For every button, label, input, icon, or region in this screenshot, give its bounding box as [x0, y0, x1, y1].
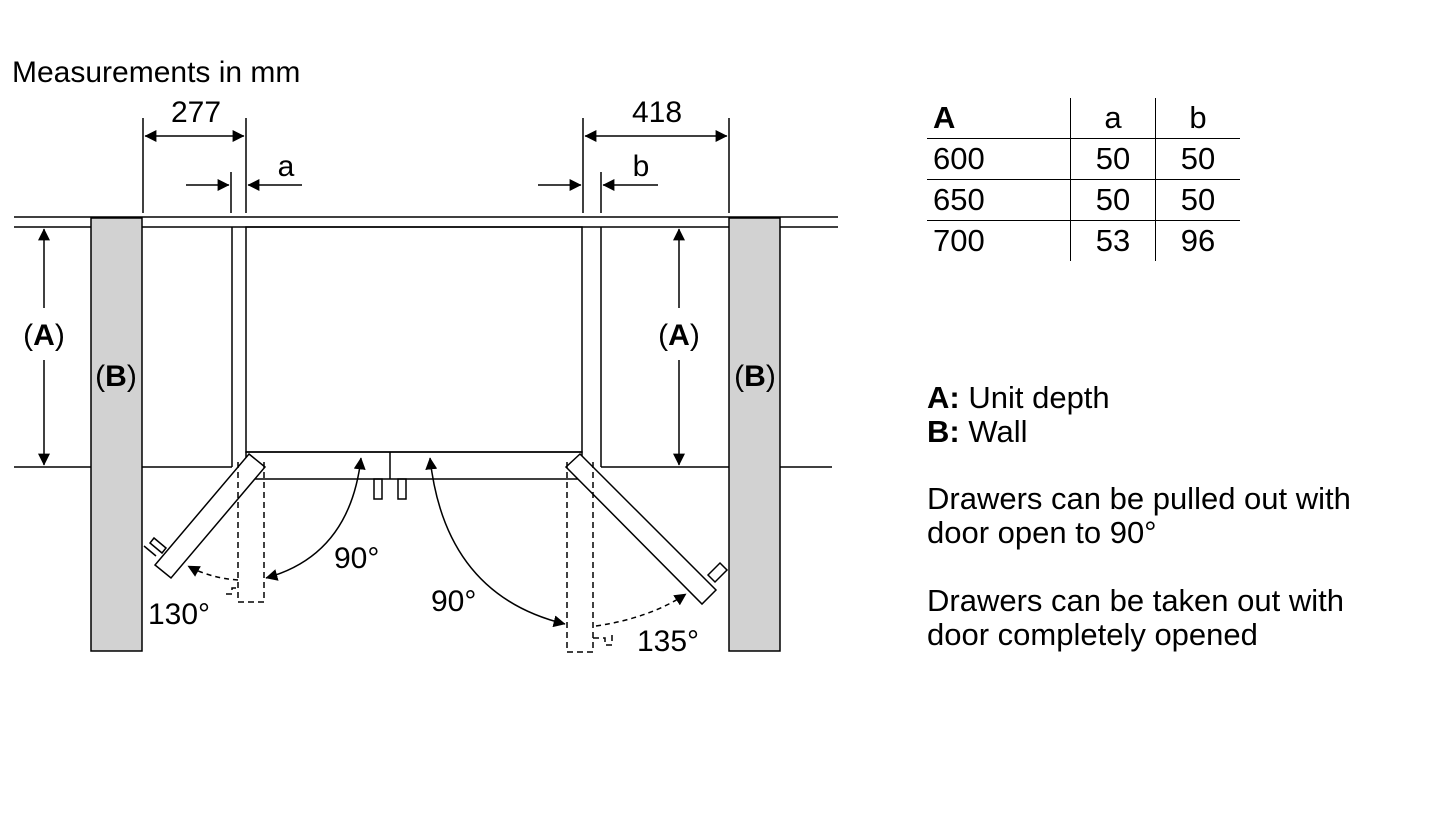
right-door-handle	[397, 478, 407, 500]
wall-left	[90, 217, 143, 652]
note-drawers-full-line1: Drawers can be taken out with	[927, 583, 1344, 618]
left-door-arc-90	[265, 457, 366, 581]
wall-letter-left: B	[105, 360, 127, 393]
wall-letter-right: B	[744, 360, 766, 393]
note-drawers-full: Drawers can be taken out with door compl…	[927, 584, 1344, 652]
right-door-90-dashed	[566, 462, 613, 653]
table-header-b: b	[1155, 98, 1240, 139]
wall-right	[728, 217, 781, 652]
left-door-arc-130	[187, 565, 239, 581]
table-cell: 650	[927, 179, 1071, 221]
note-drawers-90-line1: Drawers can be pulled out with	[927, 481, 1351, 516]
depth-gap-table: A a b 600 50 50 650 50 50 700 53 96	[927, 98, 1240, 261]
table-row: 600 50 50	[927, 138, 1240, 180]
table-cell: 53	[1070, 220, 1156, 261]
table-cell: 600	[927, 138, 1071, 180]
gap-label-b: b	[633, 150, 650, 183]
note-drawers-full-line2: door completely opened	[927, 617, 1258, 652]
table-header-row: A a b	[927, 98, 1240, 139]
depth-label-left: (A)	[23, 319, 65, 352]
table-row: 650 50 50	[927, 179, 1240, 221]
wall-label-right: (B)	[734, 360, 776, 393]
dim-label-277: 277	[171, 96, 221, 129]
depth-letter-left: A	[33, 319, 55, 352]
table-cell: 96	[1155, 220, 1240, 261]
depth-letter-right: A	[668, 319, 690, 352]
appliance-body	[245, 226, 583, 453]
wall-label-left: (B)	[95, 360, 137, 393]
right-door-arc-90	[425, 457, 566, 628]
left-door-open-handle	[148, 536, 168, 555]
table-cell: 50	[1070, 179, 1156, 221]
left-door-90-dashed	[226, 462, 265, 603]
right-door-arc-135	[595, 593, 687, 627]
legend-key-b: B:	[927, 414, 960, 449]
left-door-open	[153, 452, 267, 580]
angle-label-right-135: 135°	[637, 625, 699, 658]
angle-label-left-90: 90°	[334, 542, 379, 575]
legend-text-a: Unit depth	[968, 380, 1110, 415]
table-cell: 50	[1070, 138, 1156, 180]
gap-label-a: a	[278, 150, 295, 183]
legend-item-a: A: Unit depth	[927, 381, 1110, 415]
table-header-a: a	[1070, 98, 1156, 139]
table-cell: 700	[927, 220, 1071, 261]
table-cell: 50	[1155, 138, 1240, 180]
table-row: 700 53 96	[927, 220, 1240, 261]
legend-key-a: A:	[927, 380, 960, 415]
left-door-handle	[373, 478, 383, 500]
depth-label-right: (A)	[658, 319, 700, 352]
installation-diagram: Measurements in mm 277 418 a b (A) (A) (…	[12, 56, 838, 658]
table-cell: 50	[1155, 179, 1240, 221]
legend-text-b: Wall	[968, 414, 1028, 449]
right-door-open-handle	[706, 561, 729, 584]
note-drawers-90: Drawers can be pulled out with door open…	[927, 482, 1351, 550]
legend: A: Unit depth B: Wall	[927, 381, 1110, 449]
dim-label-418: 418	[632, 96, 682, 129]
doors-closed-slab	[245, 451, 583, 480]
left-door-handle-stem	[143, 545, 157, 557]
diagram-title: Measurements in mm	[12, 56, 300, 89]
table-header-A: A	[933, 100, 956, 135]
angle-label-left-130: 130°	[148, 598, 210, 631]
angle-label-right-90: 90°	[431, 585, 476, 618]
right-door-open	[564, 452, 718, 606]
note-drawers-90-line2: door open to 90°	[927, 515, 1157, 550]
legend-item-b: B: Wall	[927, 415, 1110, 449]
